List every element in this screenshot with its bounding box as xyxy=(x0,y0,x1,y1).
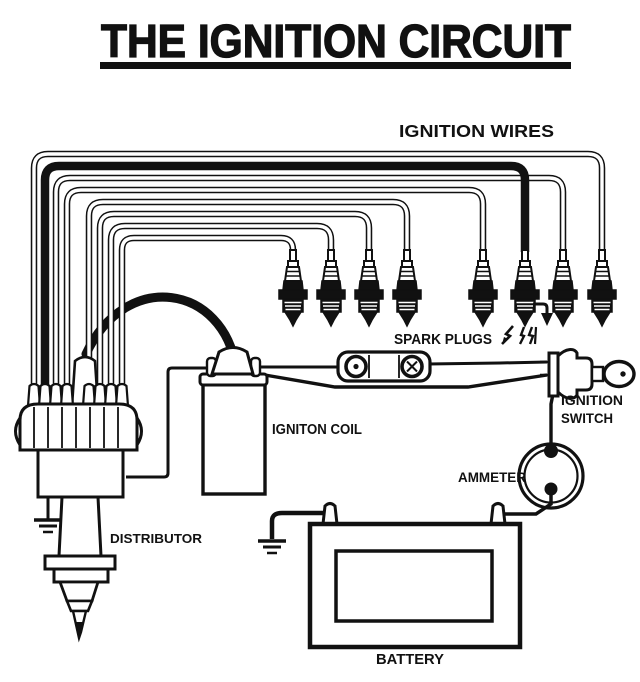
ammeter-graphic xyxy=(503,442,585,516)
spark-plug xyxy=(468,249,498,327)
ground-symbol xyxy=(256,539,288,555)
coil-high-tension-wire xyxy=(81,292,241,373)
ignition-wire xyxy=(63,186,487,392)
title-block: THE IGNITION CIRCUIT xyxy=(100,14,572,69)
ignition-wire xyxy=(118,234,297,392)
ignition-wires-group xyxy=(30,150,606,392)
spark-plug xyxy=(510,249,540,327)
ballast-resistor-graphic xyxy=(336,350,432,383)
ignition-wire xyxy=(107,222,335,392)
label-ammeter: AMMETER xyxy=(458,470,526,485)
title-underline xyxy=(100,62,571,69)
ground-symbol xyxy=(32,518,64,534)
ignition-wire xyxy=(52,174,567,392)
ignition-wire xyxy=(85,198,411,392)
spark-plug xyxy=(278,249,308,327)
spark-plug xyxy=(354,249,384,327)
resistor-to-switch-wire xyxy=(427,360,548,366)
bypass-wire xyxy=(258,372,548,389)
ignition-wire-active xyxy=(40,161,530,392)
battery-terminal xyxy=(489,502,507,526)
spark-plug xyxy=(548,249,578,327)
label-ignition-switch-line2: SWITCH xyxy=(561,411,613,426)
spark-plug xyxy=(316,249,346,327)
ignition-wire xyxy=(30,150,606,392)
spark-flash-icon xyxy=(501,302,553,345)
label-ignition-wires: IGNITION WIRES xyxy=(399,121,554,141)
ignition-switch-graphic xyxy=(540,348,636,400)
ignition-coil-graphic xyxy=(198,346,269,496)
label-spark-plugs: SPARK PLUGS xyxy=(394,332,492,348)
switch-to-ammeter-wire xyxy=(549,393,555,450)
label-ignition-switch-line1: IGNITION xyxy=(561,393,623,408)
spark-plug xyxy=(392,249,422,327)
page-title: THE IGNITION CIRCUIT xyxy=(101,15,571,67)
ignition-wire xyxy=(96,210,373,392)
battery-graphic xyxy=(307,502,523,650)
battery-terminal xyxy=(321,502,339,526)
key-icon xyxy=(602,359,636,389)
battery-ground-wire xyxy=(269,510,328,539)
coil-to-distributor-wire xyxy=(126,366,212,479)
distributor-graphic xyxy=(14,355,143,643)
label-ignition-coil: IGNITON COIL xyxy=(272,422,362,438)
spark-plugs-group xyxy=(278,249,617,327)
spark-plug xyxy=(587,249,617,327)
label-battery: BATTERY xyxy=(376,652,444,668)
ammeter-to-battery-wire xyxy=(503,491,553,516)
label-distributor: DISTRIBUTOR xyxy=(110,531,203,546)
